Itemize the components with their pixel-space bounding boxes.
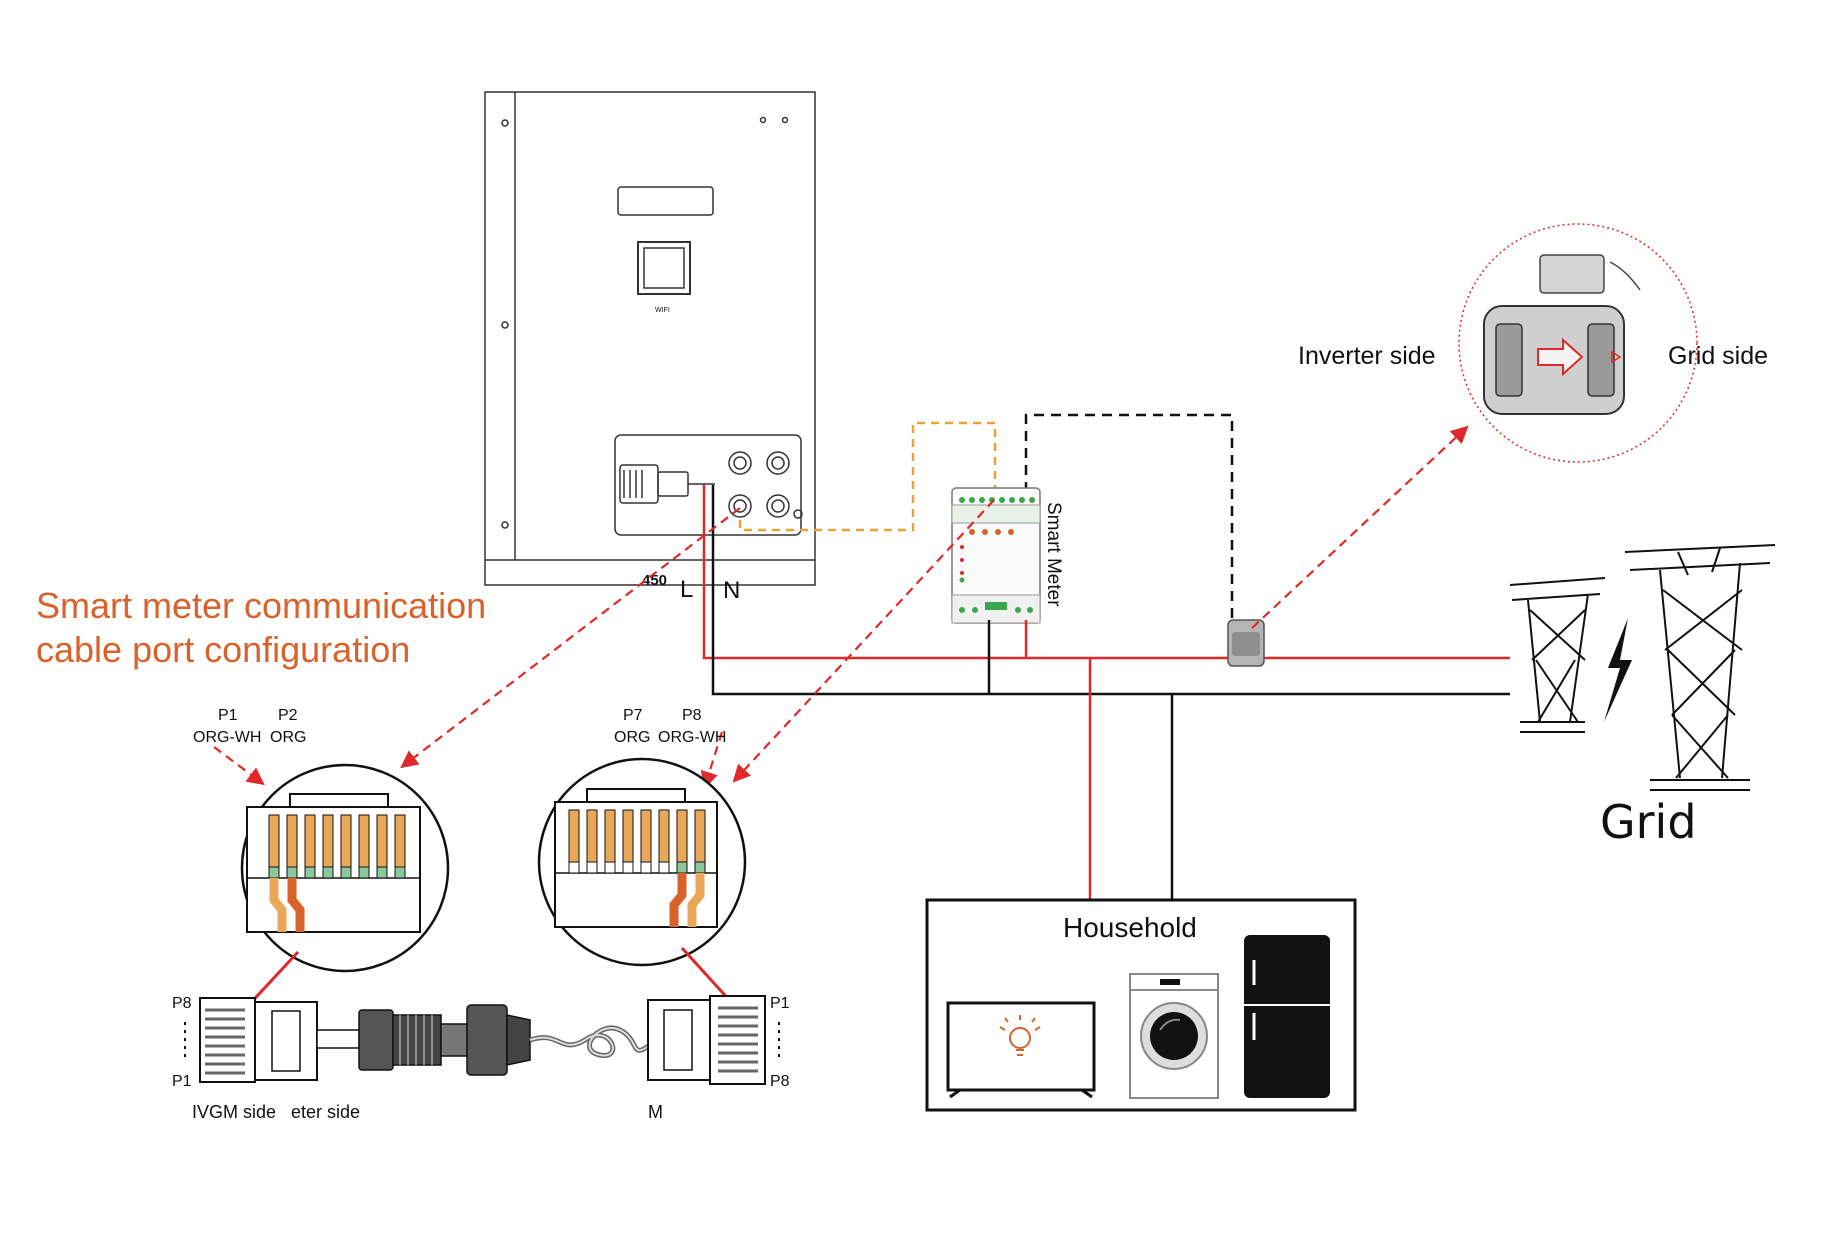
ct-clamp: [1227, 619, 1265, 667]
cable-left-bottom-pin: P1: [172, 1073, 192, 1090]
smart-meter-device: [951, 487, 1041, 624]
cable-left-top-pin: P8: [172, 995, 192, 1012]
ct-zoom-view: [1458, 223, 1698, 463]
grid-label: Grid: [1600, 795, 1697, 849]
callout-arrows: [213, 425, 1469, 790]
lightbulb-icon: [999, 1015, 1041, 1056]
title-line-2: cable port configuration: [36, 629, 410, 670]
household-label: Household: [1063, 912, 1197, 943]
left-pin-b-label: P2: [278, 707, 298, 724]
right-pin-a-label: P7: [623, 707, 643, 724]
cable-right-caption: M: [648, 1102, 663, 1122]
inverter-unit: [484, 91, 816, 586]
rj45-right-zoom: [537, 757, 747, 967]
washing-machine-icon: [1129, 973, 1219, 1099]
right-color-a-label: ORG: [614, 729, 650, 746]
meter-comm-cable: [738, 421, 997, 532]
power-wiring: [702, 484, 1510, 900]
right-color-b-label: ORG-WH: [658, 729, 726, 746]
fridge-icon: [1244, 935, 1330, 1098]
cable-right-bottom-pin: P8: [770, 1073, 790, 1090]
lightning-icon: [1604, 618, 1632, 722]
diagram-title: Smart meter communication cable port con…: [36, 585, 486, 670]
left-color-a-label: ORG-WH: [193, 729, 261, 746]
ct-inverter-side-label: Inverter side: [1298, 342, 1436, 370]
left-pin-a-label: P1: [218, 707, 238, 724]
right-zoom-pointer: [680, 946, 734, 1005]
rj45-left-zoom: [240, 763, 450, 973]
cable-assembly: [184, 995, 780, 1085]
ct-signal-cable: [1024, 413, 1234, 620]
ct-grid-side-label: Grid side: [1668, 342, 1768, 370]
line-terminal-label: L: [680, 576, 693, 603]
grid-towers: [1509, 544, 1776, 791]
cable-right-top-pin: P1: [770, 995, 790, 1012]
wifi-label: WIFI: [655, 307, 670, 314]
right-pin-b-label: P8: [682, 707, 702, 724]
cable-left-caption: IVGM side eter side: [192, 1102, 360, 1122]
smart-meter-label: Smart Meter: [1043, 502, 1064, 607]
neutral-terminal-label: N: [723, 577, 740, 604]
title-line-1: Smart meter communication: [36, 585, 486, 626]
left-color-b-label: ORG: [270, 729, 306, 746]
inverter-model: 450: [642, 572, 667, 589]
